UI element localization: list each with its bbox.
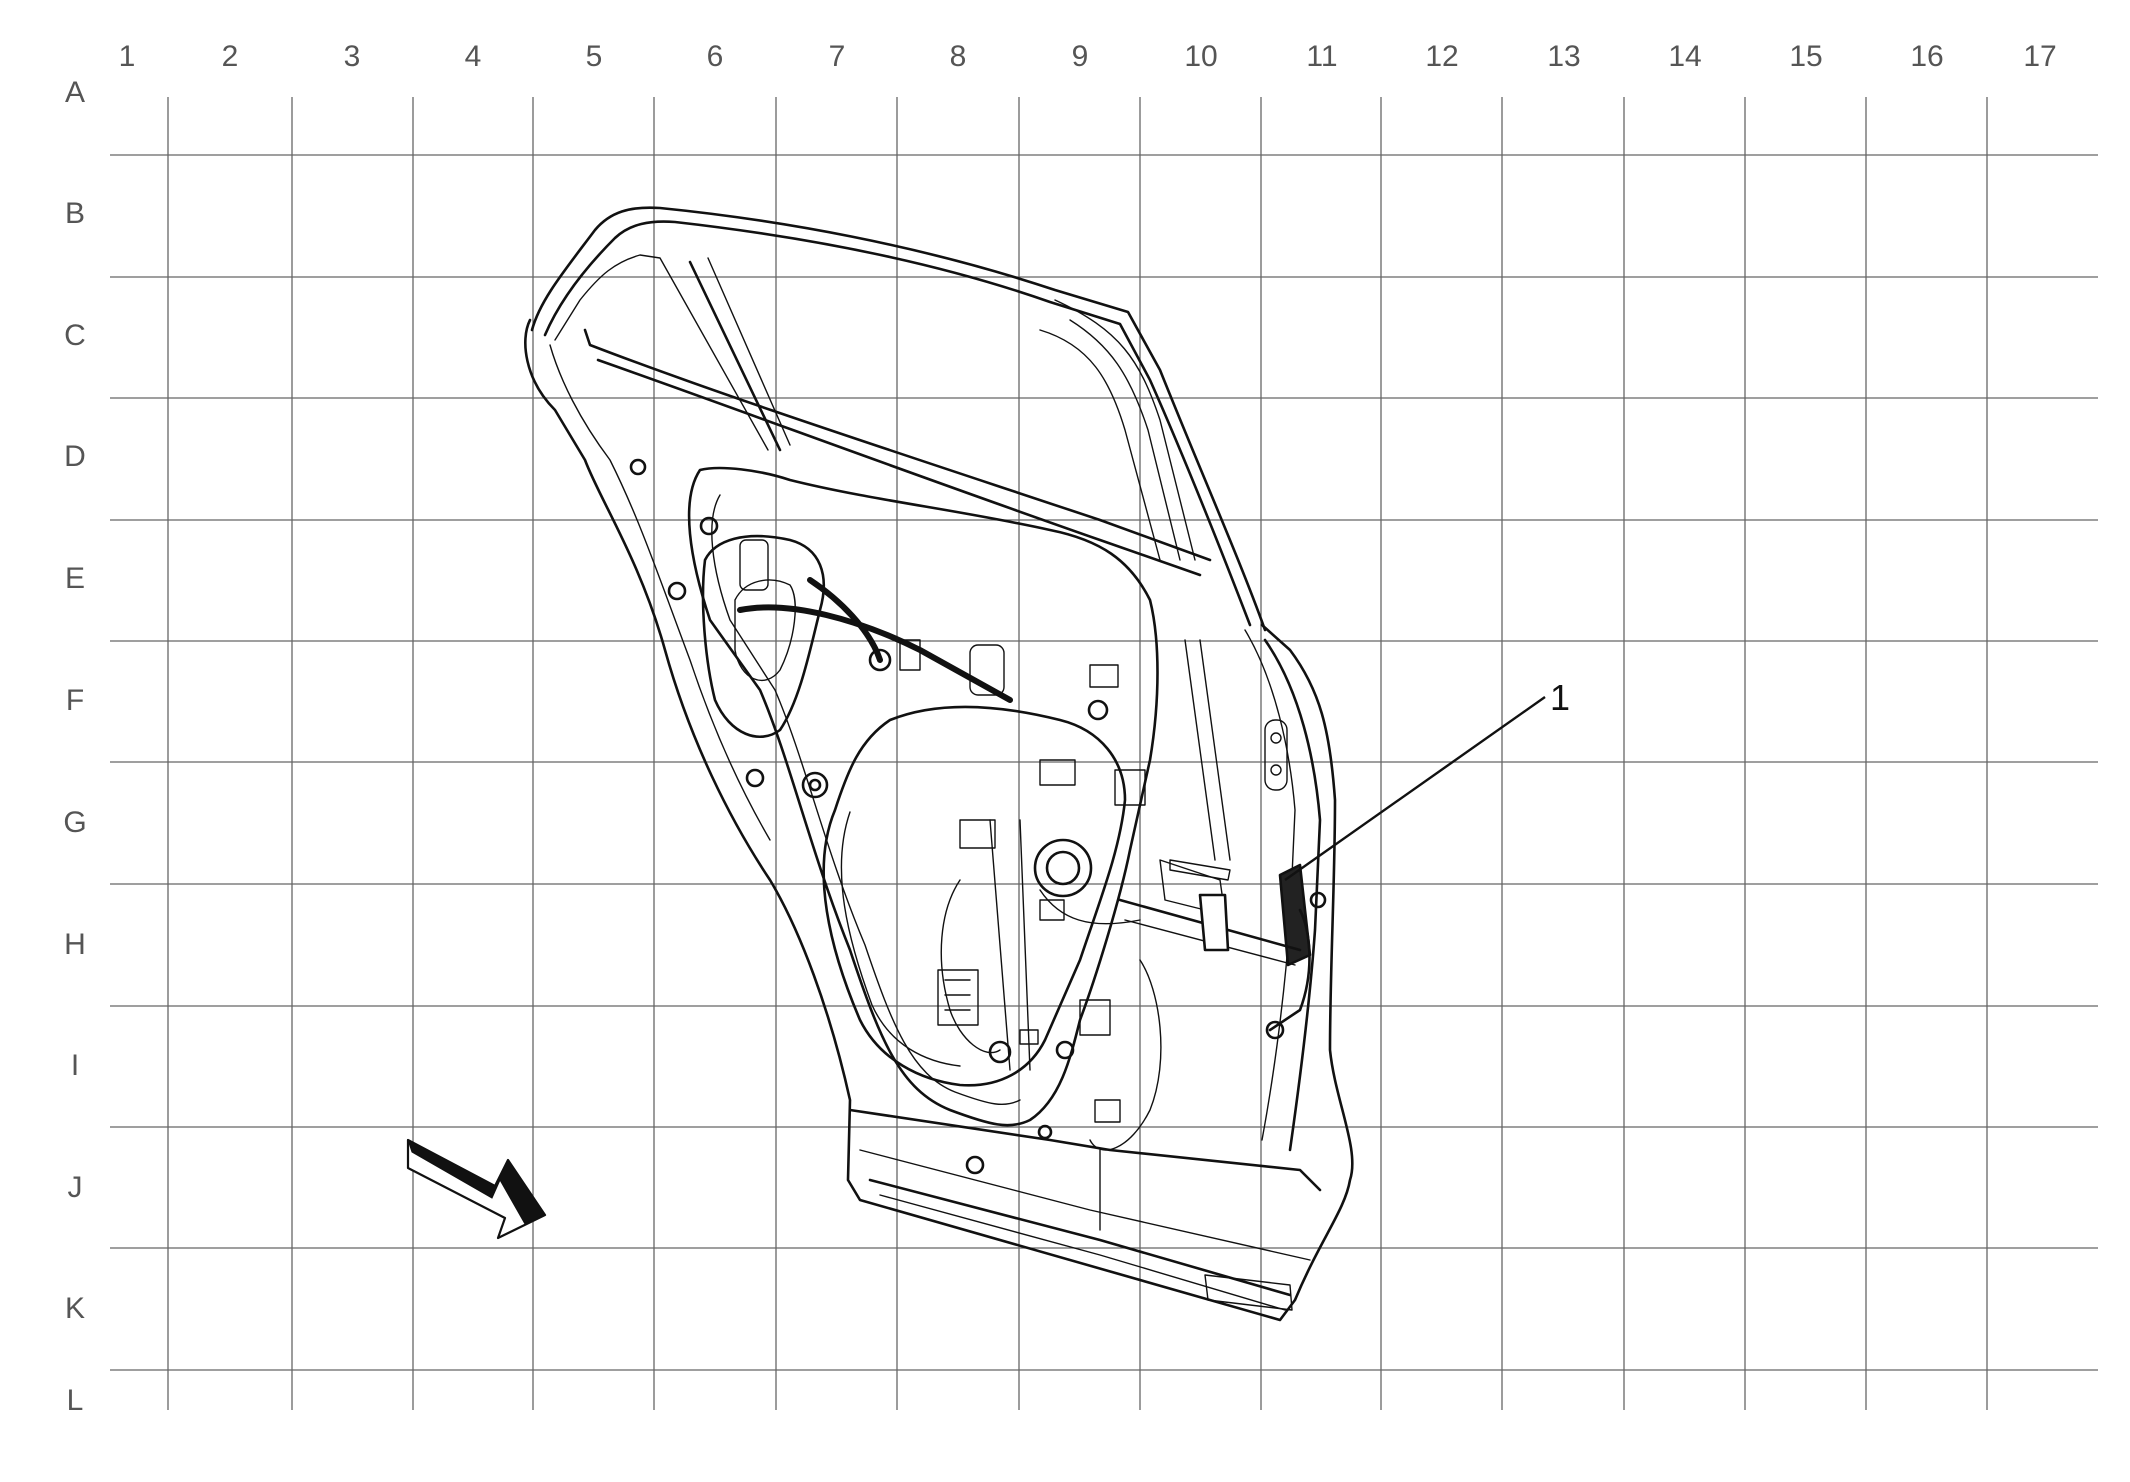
direction-arrow-icon xyxy=(406,1138,547,1240)
row-label-k: K xyxy=(65,1292,85,1325)
column-label-7: 7 xyxy=(829,40,846,73)
row-label-h: H xyxy=(64,928,86,961)
column-label-11: 11 xyxy=(1306,40,1337,73)
callout-leader-line xyxy=(1284,696,1546,881)
column-label-13: 13 xyxy=(1547,40,1580,73)
row-label-f: F xyxy=(66,684,84,717)
column-label-16: 16 xyxy=(1910,40,1943,73)
row-label-e: E xyxy=(65,562,85,595)
row-label-g: G xyxy=(63,806,86,839)
row-label-l: L xyxy=(67,1384,84,1417)
column-label-12: 12 xyxy=(1425,40,1458,73)
column-label-15: 15 xyxy=(1789,40,1822,73)
column-label-9: 9 xyxy=(1072,40,1089,73)
row-label-b: B xyxy=(65,197,85,230)
row-label-c: C xyxy=(64,319,86,352)
reference-grid xyxy=(110,97,2098,1410)
row-labels: A B C D E F G H I J K L xyxy=(63,76,86,1417)
column-label-5: 5 xyxy=(586,40,603,73)
row-label-i: I xyxy=(71,1049,79,1082)
row-label-d: D xyxy=(64,440,86,473)
row-label-j: J xyxy=(68,1171,83,1204)
door-assembly-illustration xyxy=(524,206,1354,1322)
column-label-8: 8 xyxy=(950,40,967,73)
callout-label: 1 xyxy=(1550,677,1570,718)
row-label-a: A xyxy=(65,76,85,109)
column-label-17: 17 xyxy=(2023,40,2056,73)
column-label-6: 6 xyxy=(707,40,724,73)
column-label-3: 3 xyxy=(344,40,361,73)
column-label-4: 4 xyxy=(465,40,482,73)
column-label-10: 10 xyxy=(1184,40,1217,73)
column-label-2: 2 xyxy=(222,40,239,73)
column-label-1: 1 xyxy=(119,40,136,73)
column-label-14: 14 xyxy=(1668,40,1701,73)
